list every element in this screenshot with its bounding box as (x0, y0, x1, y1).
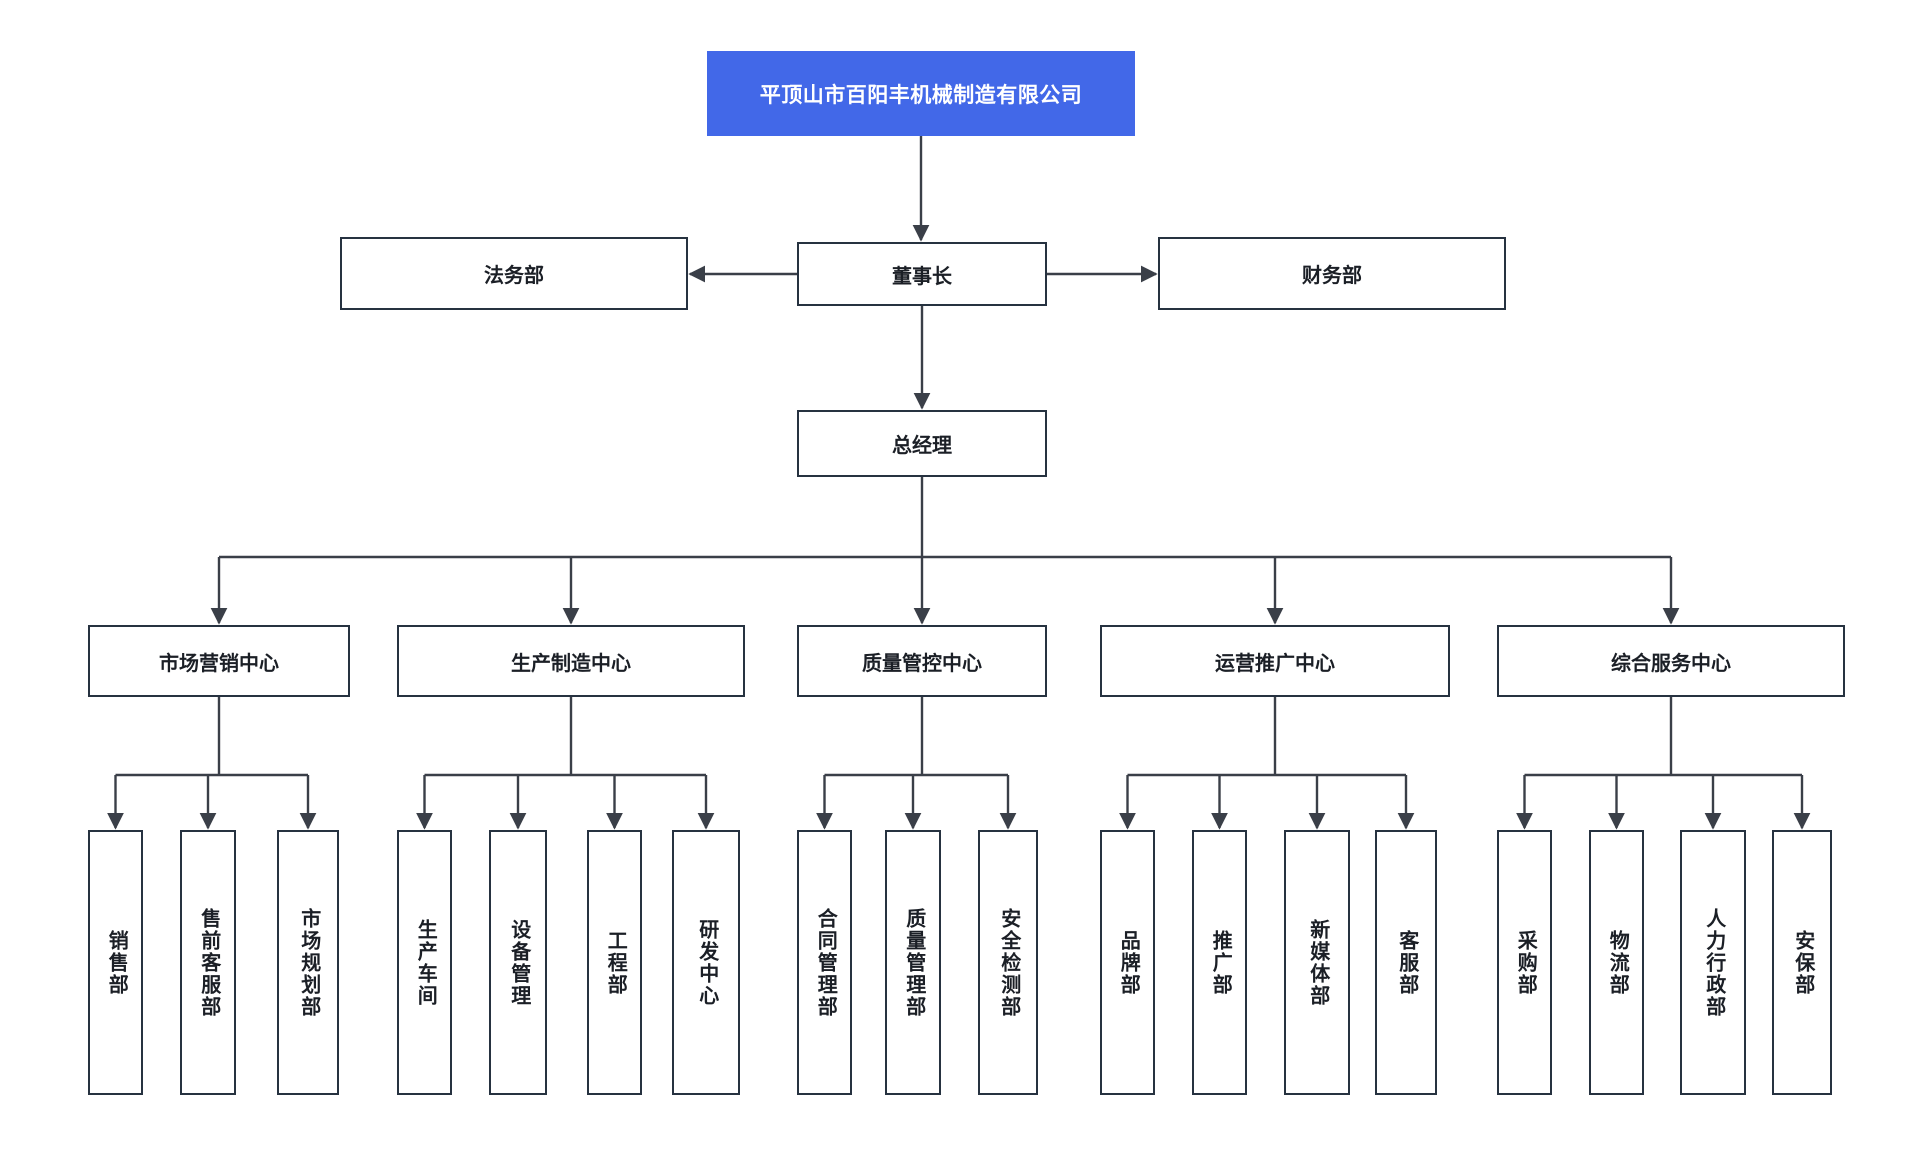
node-label: 客服部 (1395, 929, 1418, 996)
node-label: 生产制造中心 (511, 652, 631, 675)
node-label: 工程部 (604, 929, 627, 996)
node-logistics-dept[interactable]: 物流部 (1589, 830, 1644, 1095)
node-customer-service-dept[interactable]: 客服部 (1375, 830, 1437, 1095)
node-label: 品牌部 (1117, 929, 1140, 996)
node-company-root[interactable]: 平顶山市百阳丰机械制造有限公司 (707, 51, 1135, 136)
node-safety-inspection-dept[interactable]: 安全检测部 (978, 830, 1038, 1095)
node-label: 市场营销中心 (159, 652, 279, 675)
node-label: 平顶山市百阳丰机械制造有限公司 (759, 83, 1083, 107)
node-marketing-center[interactable]: 市场营销中心 (88, 625, 350, 697)
node-label: 安保部 (1791, 929, 1814, 996)
node-label: 综合服务中心 (1611, 652, 1731, 675)
node-label: 采购部 (1514, 929, 1537, 996)
node-new-media-dept[interactable]: 新媒体部 (1284, 830, 1350, 1095)
node-chairman[interactable]: 董事长 (797, 242, 1047, 306)
node-label: 销售部 (105, 929, 128, 996)
node-presales-service-dept[interactable]: 售前客服部 (180, 830, 236, 1095)
node-contract-management-dept[interactable]: 合同管理部 (797, 830, 852, 1095)
node-sales-dept[interactable]: 销售部 (88, 830, 143, 1095)
node-production-workshop[interactable]: 生产车间 (397, 830, 452, 1095)
node-quality-control-center[interactable]: 质量管控中心 (797, 625, 1047, 697)
node-label: 质量管控中心 (862, 652, 982, 675)
node-label: 市场规划部 (297, 907, 320, 1018)
node-label: 总经理 (892, 435, 952, 457)
node-general-manager[interactable]: 总经理 (797, 410, 1047, 477)
node-label: 安全检测部 (997, 907, 1020, 1018)
node-integrated-services-center[interactable]: 综合服务中心 (1497, 625, 1845, 697)
node-label: 推广部 (1209, 929, 1232, 996)
node-rd-center[interactable]: 研发中心 (672, 830, 740, 1095)
node-procurement-dept[interactable]: 采购部 (1497, 830, 1552, 1095)
node-label: 财务部 (1302, 265, 1362, 287)
node-label: 运营推广中心 (1215, 652, 1335, 675)
node-quality-management-dept[interactable]: 质量管理部 (885, 830, 941, 1095)
node-equipment-management[interactable]: 设备管理 (489, 830, 547, 1095)
node-security-dept[interactable]: 安保部 (1772, 830, 1832, 1095)
node-label: 物流部 (1606, 929, 1629, 996)
node-label: 法务部 (484, 265, 544, 287)
node-label: 质量管理部 (902, 907, 925, 1018)
node-finance-department[interactable]: 财务部 (1158, 237, 1506, 310)
node-market-planning-dept[interactable]: 市场规划部 (277, 830, 339, 1095)
node-label: 生产车间 (414, 918, 437, 1007)
node-label: 售前客服部 (197, 907, 220, 1018)
node-legal-department[interactable]: 法务部 (340, 237, 688, 310)
node-label: 研发中心 (695, 918, 718, 1007)
node-label: 设备管理 (507, 918, 530, 1007)
node-promotion-dept[interactable]: 推广部 (1192, 830, 1247, 1095)
node-hr-admin-dept[interactable]: 人力行政部 (1680, 830, 1746, 1095)
node-label: 新媒体部 (1306, 918, 1329, 1007)
node-label: 合同管理部 (814, 907, 837, 1018)
node-manufacturing-center[interactable]: 生产制造中心 (397, 625, 745, 697)
node-label: 董事长 (892, 265, 952, 288)
node-brand-dept[interactable]: 品牌部 (1100, 830, 1155, 1095)
node-label: 人力行政部 (1702, 907, 1725, 1018)
node-operations-promotion-center[interactable]: 运营推广中心 (1100, 625, 1450, 697)
node-engineering-dept[interactable]: 工程部 (587, 830, 642, 1095)
